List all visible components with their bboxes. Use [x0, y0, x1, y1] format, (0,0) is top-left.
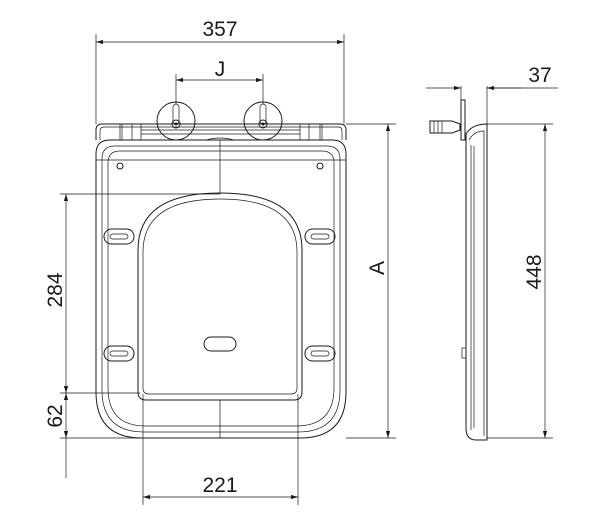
dim-a: A — [346, 123, 396, 439]
front-view — [95, 101, 347, 439]
dim-448: 448 — [487, 123, 553, 439]
dim-label-j: J — [215, 58, 226, 81]
seat-outline — [95, 139, 347, 439]
dim-label-62: 62 — [44, 404, 67, 427]
dim-label-284: 284 — [44, 272, 67, 307]
bumpers — [103, 228, 336, 362]
dim-221: 221 — [142, 394, 299, 505]
dim-37: 37 — [426, 64, 558, 124]
dim-label-37: 37 — [528, 64, 551, 87]
dim-label-448: 448 — [523, 254, 546, 289]
dim-label-a: A — [366, 261, 389, 275]
bolt — [429, 120, 461, 134]
dim-357: 357 — [95, 18, 345, 124]
hinge-bar — [95, 123, 347, 140]
side-view — [429, 99, 488, 441]
lift-tab — [203, 336, 237, 352]
seat-opening — [137, 192, 303, 392]
dim-label-357: 357 — [202, 18, 237, 41]
dim-284-62: 284 62 — [44, 140, 221, 478]
dim-j: J — [175, 58, 264, 104]
dim-label-221: 221 — [202, 474, 237, 497]
side-profile — [465, 123, 488, 441]
